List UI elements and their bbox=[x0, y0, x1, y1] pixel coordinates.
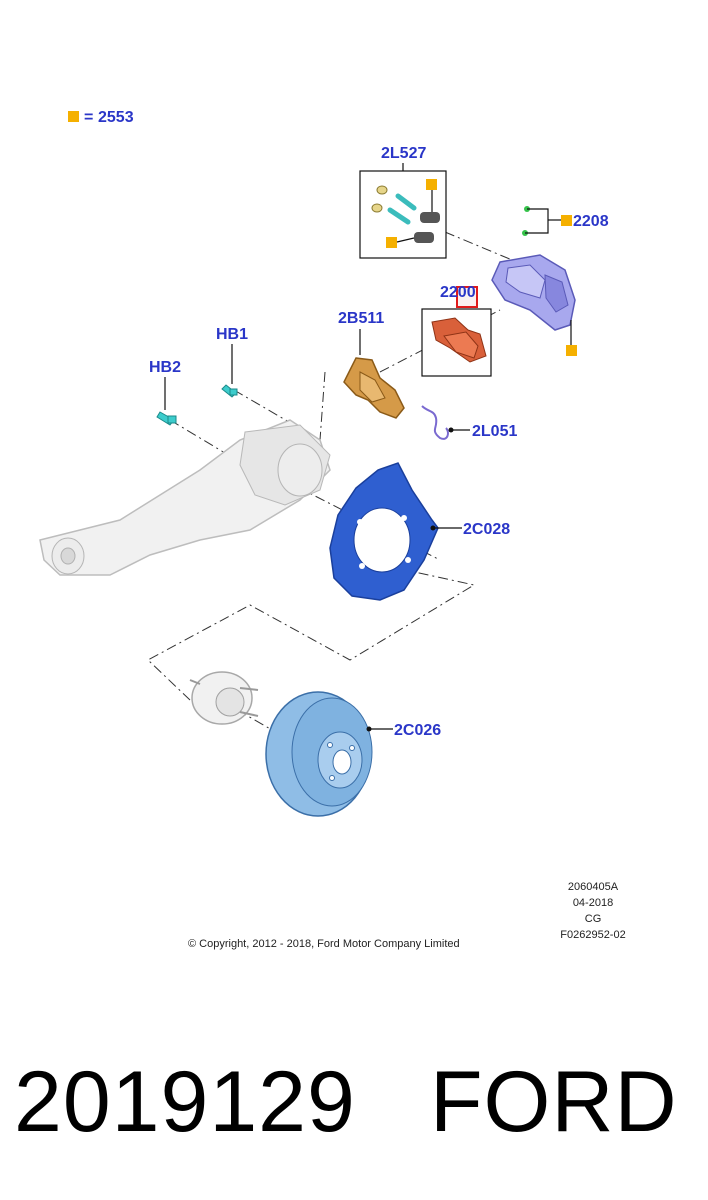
brake-disc bbox=[265, 691, 393, 817]
callout-2L051: 2L051 bbox=[472, 423, 517, 440]
callout-HB1: HB1 bbox=[216, 326, 248, 343]
drawing-initials: CG bbox=[585, 913, 602, 925]
drawing-file-number: F0262952-02 bbox=[560, 929, 625, 941]
legend: = 2553 bbox=[68, 109, 134, 126]
caliper bbox=[491, 206, 577, 356]
caliper-bracket bbox=[343, 357, 405, 419]
copyright-notice: © Copyright, 2012 - 2018, Ford Motor Com… bbox=[188, 938, 460, 950]
bolt-hb2 bbox=[156, 411, 177, 426]
part-number: 2019129 bbox=[14, 1054, 356, 1150]
callout-2208: 2208 bbox=[573, 213, 609, 230]
knuckle-arm bbox=[39, 419, 331, 576]
splash-shield bbox=[329, 462, 462, 601]
callout-2L527: 2L527 bbox=[381, 145, 426, 162]
wheel-hub bbox=[189, 671, 259, 725]
callout-2C028: 2C028 bbox=[463, 521, 510, 538]
callout-HB2: HB2 bbox=[149, 359, 181, 376]
drawing-date: 04-2018 bbox=[573, 897, 613, 909]
brake-hose-clip bbox=[421, 405, 470, 440]
callout-2B511: 2B511 bbox=[338, 310, 384, 327]
callout-2C026: 2C026 bbox=[394, 722, 441, 739]
highlight-box bbox=[456, 286, 478, 308]
footer-caption: 2019129 FORD bbox=[14, 1052, 694, 1162]
brake-pads bbox=[421, 286, 492, 377]
bolt-hb1 bbox=[221, 384, 238, 398]
exploded-parts-diagram: = 2553 2L527 bbox=[39, 109, 626, 950]
callout-2200: 2200 bbox=[440, 284, 476, 301]
drawing-id: 2060405A bbox=[568, 881, 619, 893]
legend-equals: = bbox=[84, 109, 93, 126]
drawing-info: 2060405A 04-2018 CG F0262952-02 bbox=[560, 881, 625, 941]
caliper-pin-kit bbox=[359, 170, 447, 259]
brand-name: FORD bbox=[430, 1054, 678, 1150]
legend-value: 2553 bbox=[98, 109, 134, 126]
legend-marker-icon bbox=[68, 111, 79, 122]
